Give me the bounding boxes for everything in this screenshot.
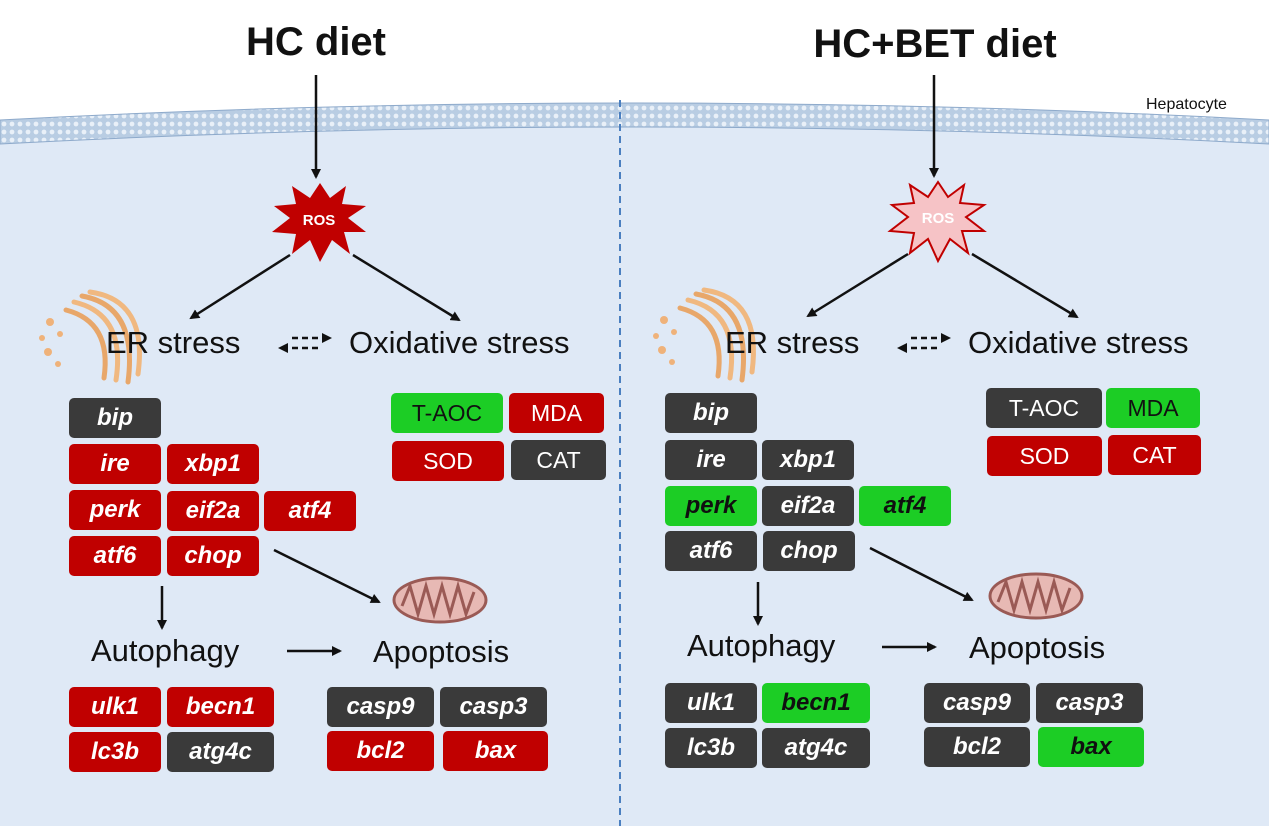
oxidative-marker: T-AOC — [986, 388, 1102, 428]
er-gene: perk — [665, 486, 757, 526]
oxidative-stress-label: Oxidative stress — [349, 325, 570, 360]
autophagy-gene: atg4c — [762, 728, 870, 768]
er-gene: eif2a — [762, 486, 854, 526]
er-gene: eif2a — [167, 491, 259, 531]
er-gene: atf4 — [859, 486, 951, 526]
er-gene: atf6 — [665, 531, 757, 571]
ros-burst-icon-light — [887, 180, 987, 264]
autophagy-gene: lc3b — [69, 732, 161, 772]
autophagy-gene: ulk1 — [69, 687, 161, 727]
er-organelle-icon — [63, 289, 142, 385]
autophagy-label: Autophagy — [687, 628, 836, 663]
apoptosis-gene: bax — [443, 731, 548, 771]
er-gene: atf4 — [264, 491, 356, 531]
ros-label: ROS — [302, 212, 336, 229]
er-stress-label: ER stress — [725, 325, 860, 360]
arrow-ros-er — [189, 253, 291, 320]
oxidative-marker: SOD — [392, 441, 504, 481]
er-gene: chop — [167, 536, 259, 576]
autophagy-label: Autophagy — [91, 633, 240, 668]
mitochondrion-icon — [392, 576, 488, 624]
oxidative-marker: T-AOC — [391, 393, 503, 433]
apoptosis-gene: casp9 — [924, 683, 1030, 723]
arrow-er-apoptosis-2 — [869, 546, 974, 602]
autophagy-gene: atg4c — [167, 732, 274, 772]
oxidative-marker: MDA — [509, 393, 604, 433]
apoptosis-gene: casp3 — [440, 687, 547, 727]
oxidative-marker: MDA — [1106, 388, 1200, 428]
autophagy-gene: lc3b — [665, 728, 757, 768]
er-gene: bip — [69, 398, 161, 438]
er-gene: ire — [665, 440, 757, 480]
er-gene: bip — [665, 393, 757, 433]
oxidative-marker: CAT — [1108, 435, 1201, 475]
er-gene: ire — [69, 444, 161, 484]
oxidative-marker: CAT — [511, 440, 606, 480]
er-gene: chop — [763, 531, 855, 571]
ros-burst-icon — [272, 183, 366, 262]
er-gene: xbp1 — [167, 444, 259, 484]
panel-title: HC diet — [246, 20, 386, 64]
er-gene: atf6 — [69, 536, 161, 576]
er-gene: xbp1 — [762, 440, 854, 480]
arrow-ros-er-2 — [806, 252, 909, 318]
apoptosis-gene: casp9 — [327, 687, 434, 727]
apoptosis-gene: bcl2 — [924, 727, 1030, 767]
autophagy-gene: ulk1 — [665, 683, 757, 723]
er-stress-label: ER stress — [106, 325, 241, 360]
membrane-label: Hepatocyte — [1146, 96, 1227, 113]
autophagy-gene: becn1 — [762, 683, 870, 723]
apoptosis-label: Apoptosis — [969, 630, 1106, 665]
apoptosis-gene: bax — [1038, 727, 1144, 767]
er-gene: perk — [69, 490, 161, 530]
mitochondrion-icon-2 — [988, 572, 1084, 620]
oxidative-marker: SOD — [987, 436, 1102, 476]
arrow-ros-ox-2 — [971, 252, 1079, 319]
oxidative-stress-label: Oxidative stress — [968, 325, 1189, 360]
er-organelle-icon-2 — [677, 287, 756, 383]
arrow-er-apoptosis — [273, 548, 381, 604]
panel-title: HC+BET diet — [813, 22, 1057, 66]
apoptosis-gene: casp3 — [1036, 683, 1143, 723]
apoptosis-gene: bcl2 — [327, 731, 434, 771]
arrow-ros-ox — [352, 253, 461, 322]
ros-label: ROS — [921, 210, 955, 227]
autophagy-gene: becn1 — [167, 687, 274, 727]
apoptosis-label: Apoptosis — [373, 634, 510, 669]
